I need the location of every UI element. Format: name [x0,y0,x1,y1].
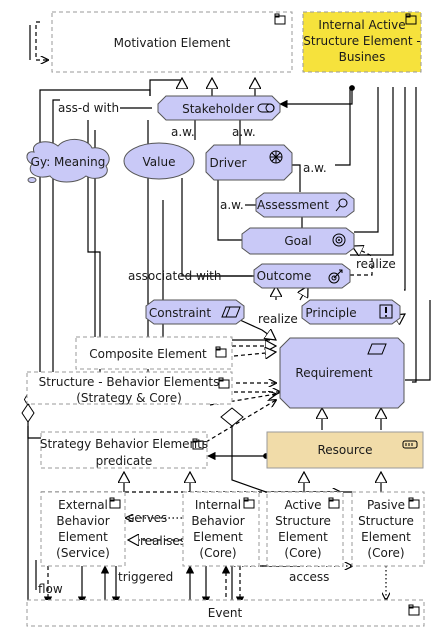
meaning-node[interactable]: Gy: Meaning [26,139,110,183]
active-structure-line4: (Core) [284,546,321,560]
role-icon [257,103,275,113]
folder-icon [109,497,121,509]
label-aw-assessment-goal: a.w. [220,198,244,212]
folder-icon [274,13,286,25]
edge-outcome-realize-goal [350,246,373,276]
passive-structure-line1: Pasive [367,498,405,512]
active-structure-line1: Active [284,498,321,512]
stakeholder-label: Stakeholder [182,102,254,116]
strategy-behavior-elements[interactable]: Strategy Behavior Elements predicate [40,431,208,469]
principle-icon [379,304,393,319]
folder-icon [243,497,255,509]
label-serves: serves [128,511,167,525]
internal-active-line1: Internal Active [318,18,405,32]
stakeholder-node[interactable]: Stakeholder [157,95,281,121]
target-icon [332,233,346,247]
label-realises: realises [140,534,186,548]
internal-behavior-line3: Element [193,530,243,544]
strategy-behavior-line1: Strategy Behavior Elements [40,437,208,451]
label-aw-driver-assessment: a.w. [303,161,327,175]
driver-node[interactable]: Driver [205,144,293,181]
goal-node[interactable]: Goal [241,227,355,255]
structure-behavior-line2: (Strategy & Core) [76,391,182,405]
resource-icon [402,440,418,449]
meaning-label: Gy: Meaning [31,155,106,169]
goal-label: Goal [284,234,311,248]
driver-label: Driver [210,156,247,170]
passive-structure-element[interactable]: Pasive Structure Element (Core) [351,491,425,567]
motivation-element-label: Motivation Element [114,36,231,50]
internal-behavior-line2: Behavior [191,514,244,528]
label-ass-d-with: ass-d with [58,101,119,115]
label-associated-with: associated with [128,269,221,283]
folder-icon [405,13,417,25]
event-label: Event [208,606,243,620]
edge-gen-motivation-1 [149,78,182,96]
active-structure-line3: Element [278,530,328,544]
label-aw-value: a.w. [171,125,195,139]
folder-icon [215,346,227,358]
assessment-node[interactable]: Assessment [255,192,355,218]
principle-node[interactable]: Principle [301,299,401,325]
composite-element-label: Composite Element [89,347,207,361]
requirement-label: Requirement [295,366,372,380]
folder-icon [192,438,204,450]
external-behavior-line2: Behavior [56,514,109,528]
active-structure-element[interactable]: Active Structure Element (Core) [266,491,344,567]
constraint-node[interactable]: Constraint [145,299,245,325]
constraint-label: Constraint [149,306,212,320]
structure-behavior-line1: Structure - Behavior Elements [39,375,220,389]
passive-structure-line4: (Core) [367,546,404,560]
edge-business-to-stakeholder [279,85,355,109]
driver-icon [269,150,283,164]
resource-label: Resource [317,443,372,457]
principle-label: Principle [305,306,356,320]
internal-active-structure-business[interactable]: Internal Active Structure Element - Busi… [302,11,422,73]
requirement-node[interactable]: Requirement [279,337,405,409]
external-behavior-element[interactable]: External Behavior Element (Service) [40,491,126,567]
label-realize-requirement: realize [258,312,298,326]
resource-node[interactable]: Resource [266,431,424,469]
label-flow: flow [38,582,63,596]
composite-element[interactable]: Composite Element [75,336,233,370]
target-arrow-icon [328,269,343,284]
label-triggered: triggered [118,570,173,584]
magnifier-icon [335,198,348,212]
external-behavior-line4: (Service) [56,546,110,560]
internal-behavior-element[interactable]: Internal Behavior Element (Core) [182,491,260,567]
outcome-node[interactable]: Outcome [253,263,351,289]
value-label: Value [143,155,176,169]
internal-active-line3: Busines [339,50,386,64]
folder-icon [218,377,230,389]
passive-structure-line3: Element [361,530,411,544]
structure-behavior-elements[interactable]: Structure - Behavior Elements (Strategy … [26,371,233,405]
strategy-behavior-line2: predicate [96,454,153,468]
requirement-icon [367,343,387,355]
internal-behavior-line1: Internal [195,498,241,512]
label-access: access [289,570,329,584]
outcome-label: Outcome [257,269,312,283]
motivation-element[interactable]: Motivation Element [51,11,293,73]
event-node[interactable]: Event [26,599,425,627]
edge-value-to-structure [87,120,101,372]
folder-icon [408,497,420,509]
active-structure-line2: Structure [275,514,331,528]
constraint-icon [221,306,241,318]
internal-behavior-line4: (Core) [199,546,236,560]
external-behavior-line1: External [58,498,108,512]
assessment-label: Assessment [257,198,329,212]
folder-icon [408,604,420,616]
label-aw-driver: a.w. [232,125,256,139]
passive-structure-line2: Structure [358,514,414,528]
label-realize-goal: realize [356,257,396,271]
external-behavior-line3: Element [58,530,108,544]
folder-icon [328,497,340,509]
value-node[interactable]: Value [123,142,195,180]
internal-active-line2: Structure Element - [303,34,420,48]
